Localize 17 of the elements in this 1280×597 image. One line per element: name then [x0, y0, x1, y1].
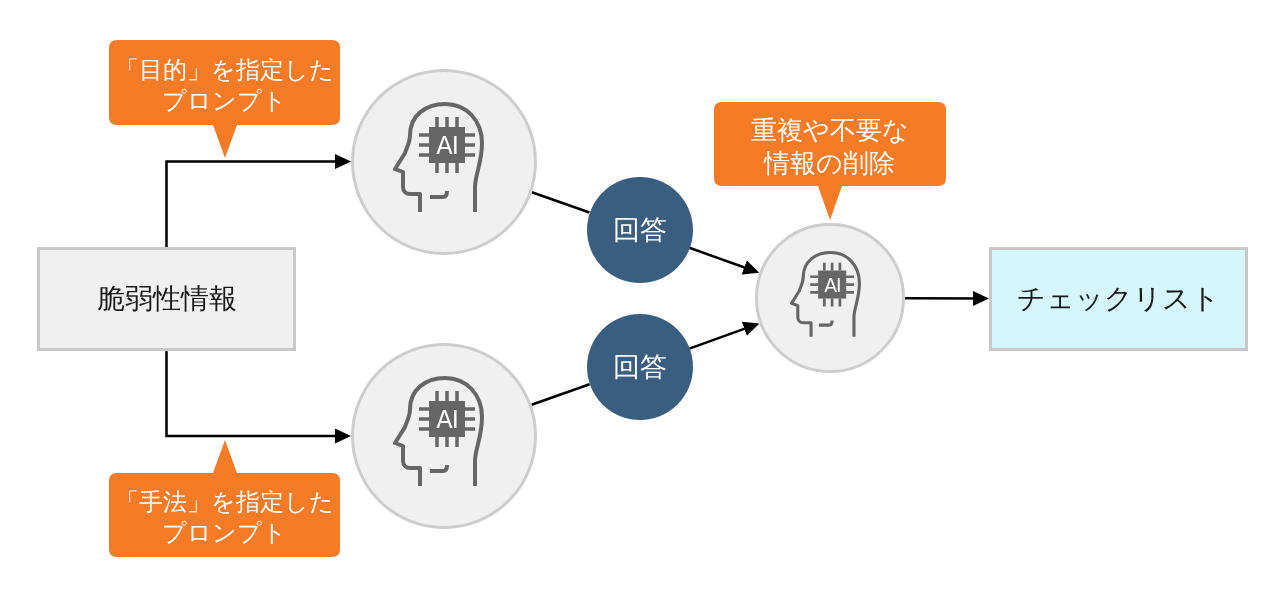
answer-circle: 回答 — [586, 177, 693, 283]
arrow — [905, 290, 989, 306]
chip-label: AI — [824, 276, 841, 296]
result-box: チェックリスト — [989, 247, 1248, 351]
callout: 「目的」を指定したプロンプト — [109, 40, 340, 158]
arrow — [165, 154, 351, 247]
chip-label: AI — [436, 408, 458, 432]
arrow — [688, 321, 760, 350]
callout: 「手法」を指定したプロンプト — [109, 440, 340, 557]
arrow — [688, 246, 760, 275]
callout: 重複や不要な情報の削除 — [714, 102, 946, 220]
answer-circle: 回答 — [586, 313, 693, 420]
connector-line — [531, 383, 590, 406]
arrow — [165, 351, 351, 444]
chip-label: AI — [436, 133, 458, 158]
info-box: 脆弱性情報 — [37, 247, 296, 351]
connector-line — [531, 191, 590, 214]
